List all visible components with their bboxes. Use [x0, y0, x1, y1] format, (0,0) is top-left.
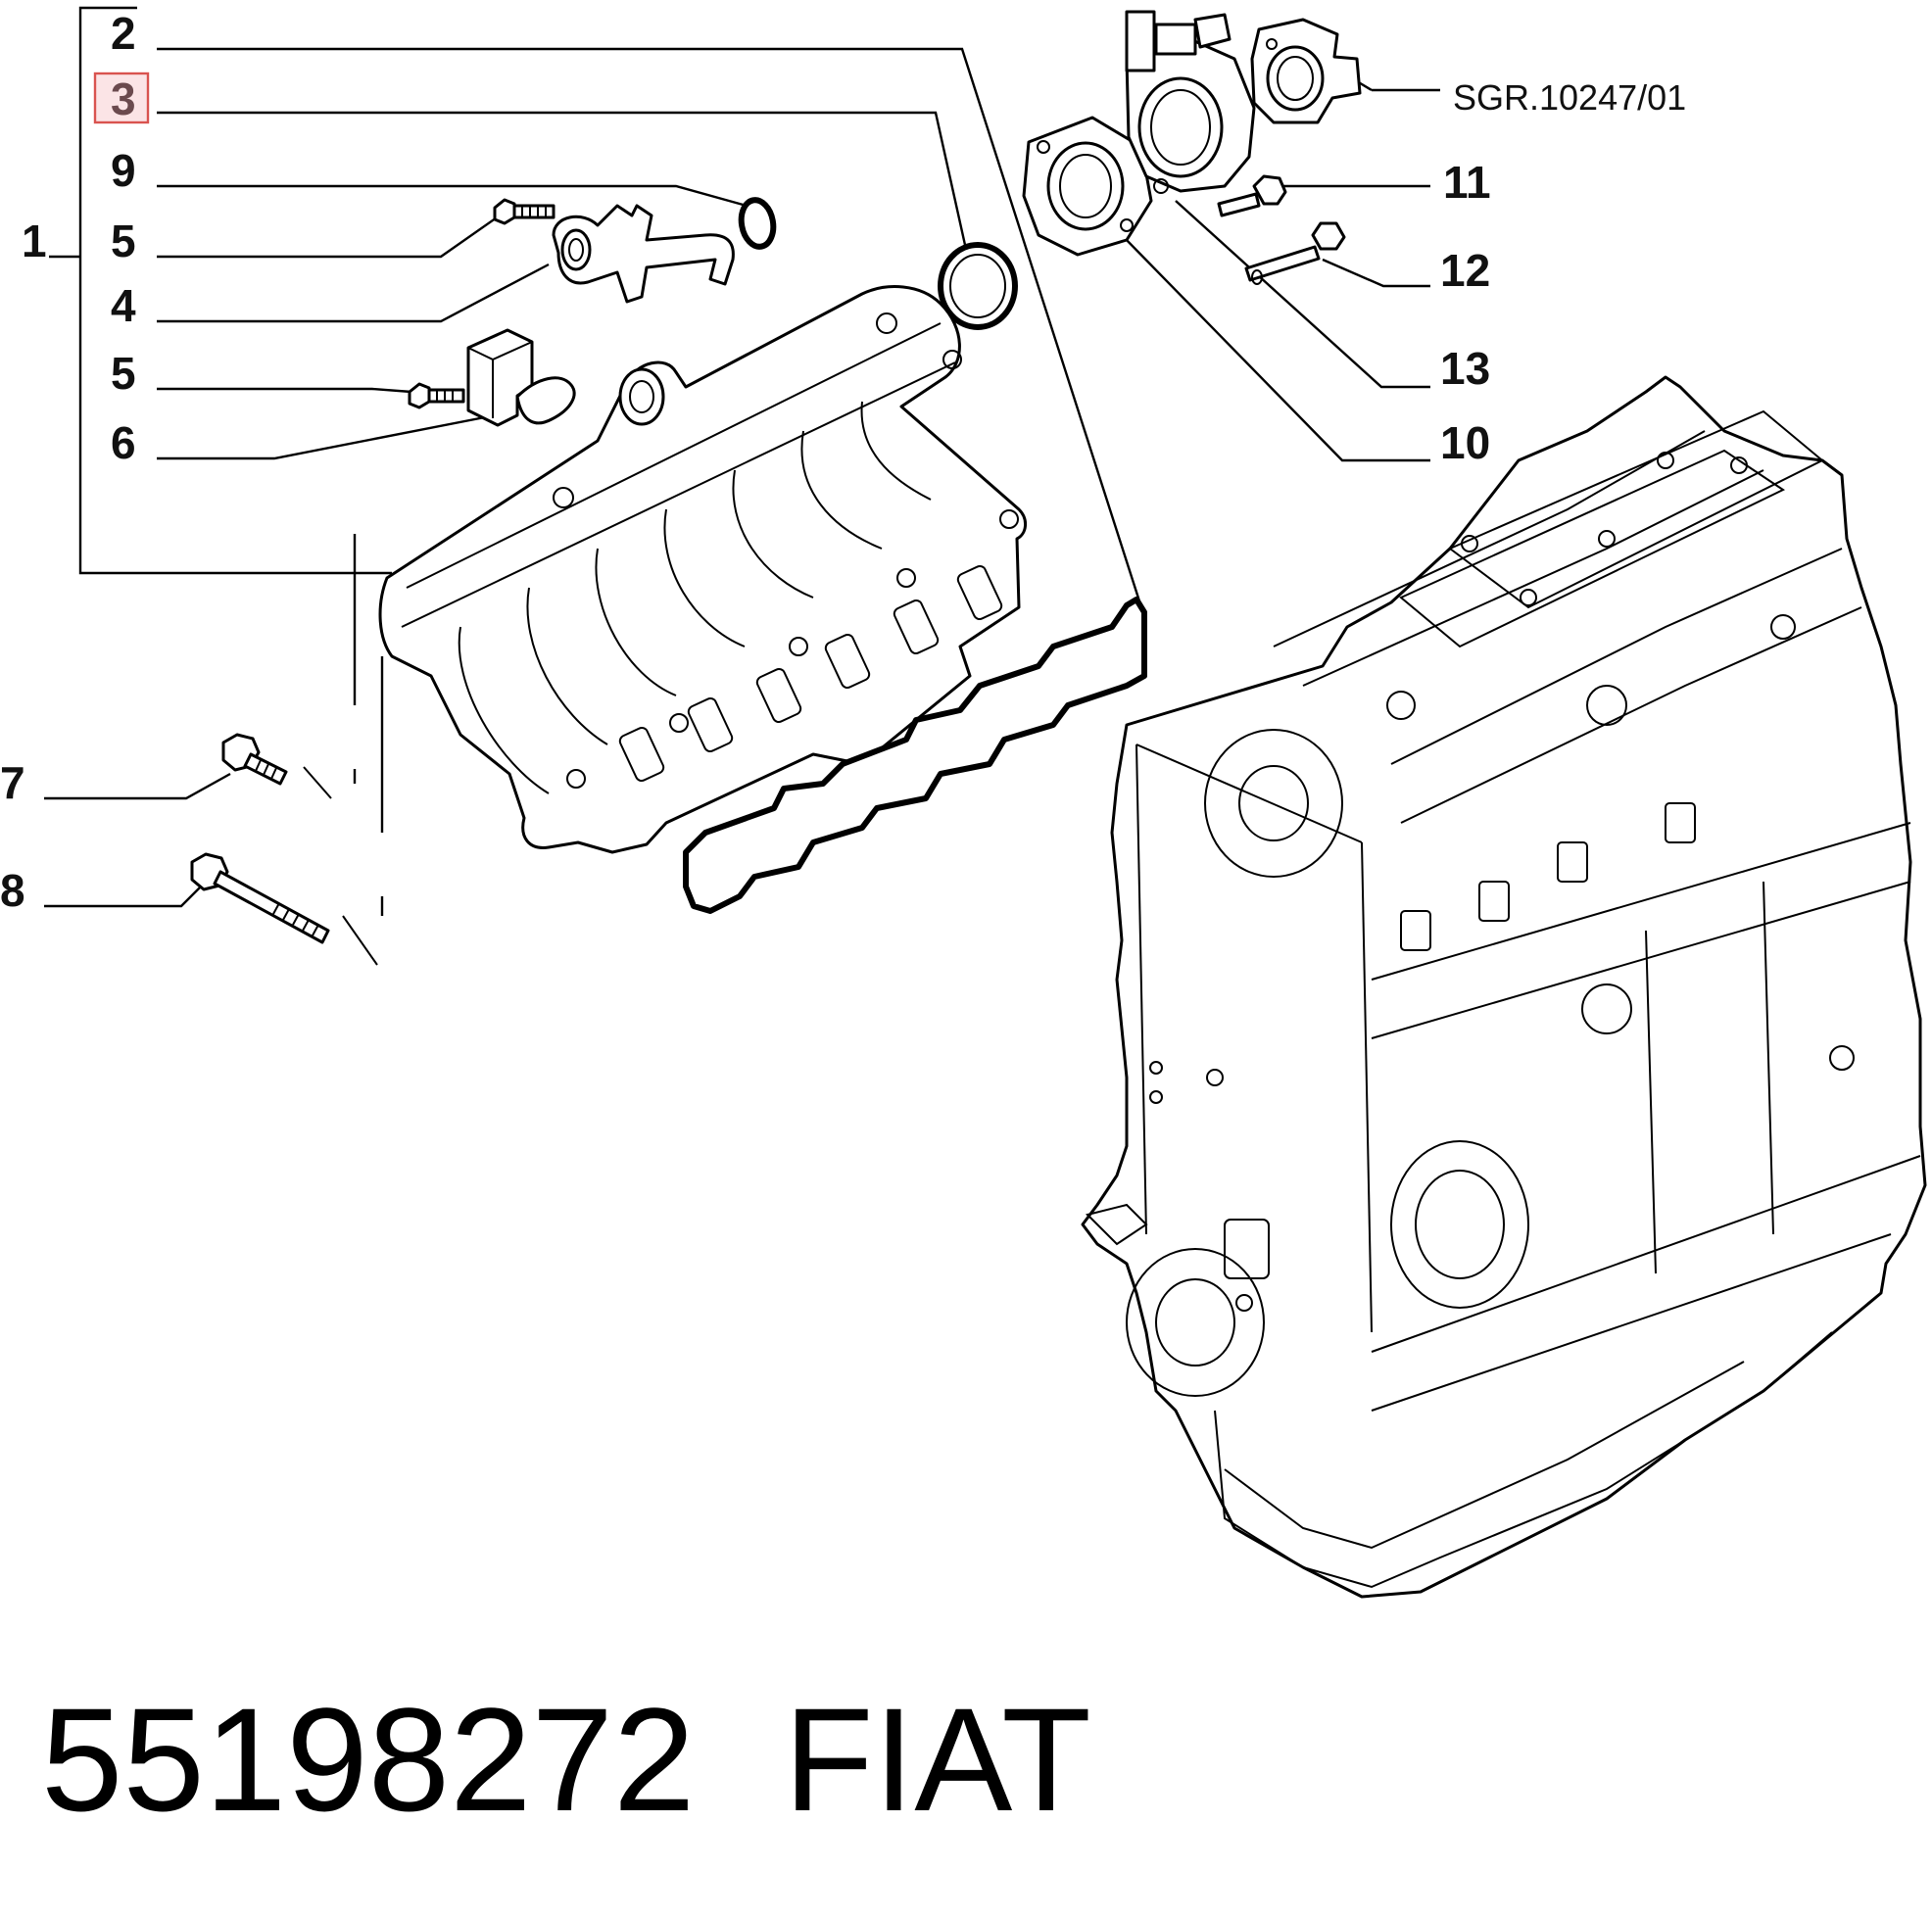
bolt-icon — [493, 198, 555, 225]
bolt-icon — [408, 382, 465, 409]
intake-manifold — [378, 285, 1027, 854]
sensor-icon — [466, 328, 576, 427]
callout-2: 2 — [111, 8, 136, 59]
part-number: 55198272 — [41, 1677, 695, 1842]
reference-code: SGR.10247/01 — [1453, 77, 1686, 118]
engine-block — [1081, 375, 1927, 1599]
o-ring-icon — [738, 197, 777, 250]
callout-5b: 5 — [111, 348, 136, 399]
callout-highlight-box — [93, 72, 150, 124]
bolt-12-icon — [1244, 221, 1346, 285]
callout-4: 4 — [111, 280, 136, 331]
throttle-adapter-icon — [1250, 18, 1362, 124]
callout-labels: 1 2 3 9 5 4 5 6 7 8 11 12 13 10 SGR.1024… — [0, 8, 1686, 916]
throttle-flange-icon — [1022, 116, 1153, 257]
bolt-11-icon — [1217, 174, 1287, 217]
callout-11: 11 — [1443, 157, 1491, 208]
throttle-body-icon — [1125, 10, 1256, 194]
assembly-bracket — [49, 6, 392, 575]
manifold-gasket — [683, 597, 1147, 914]
brand-name: FIAT — [784, 1677, 1091, 1842]
callout-3: 3 — [111, 73, 136, 124]
callout-1: 1 — [22, 216, 47, 266]
pipe-fitting-icon — [552, 204, 735, 304]
bolt-7-icon — [221, 733, 288, 786]
callout-5a: 5 — [111, 216, 136, 266]
callout-8: 8 — [0, 865, 25, 916]
seal-ring-icon — [938, 242, 1018, 330]
leader-lines — [44, 47, 1440, 966]
bolt-8-icon — [190, 852, 330, 944]
callout-9: 9 — [111, 145, 136, 196]
callout-13: 13 — [1440, 343, 1490, 394]
manifold-ports — [618, 564, 1003, 783]
small-parts — [408, 197, 1018, 427]
callout-10: 10 — [1440, 417, 1490, 468]
callout-7: 7 — [0, 757, 25, 808]
callout-12: 12 — [1440, 245, 1490, 296]
callout-6: 6 — [111, 417, 136, 468]
footer: 55198272 FIAT — [41, 1677, 1091, 1842]
